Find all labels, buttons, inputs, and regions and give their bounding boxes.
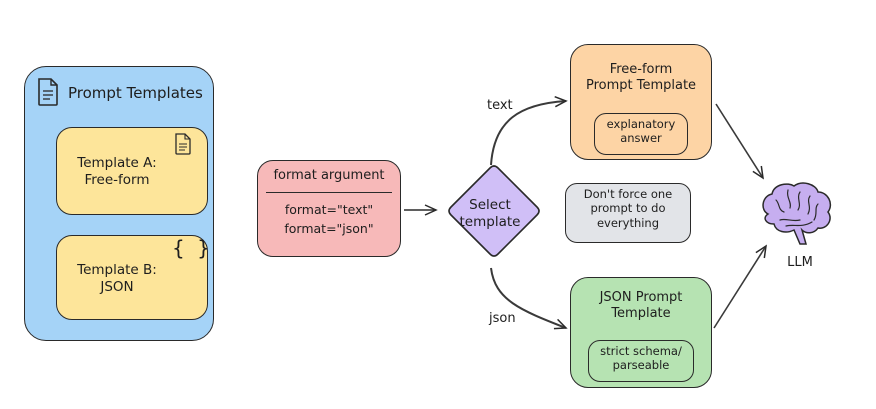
template-a-card[interactable] bbox=[56, 127, 208, 215]
arrow-select-to-json bbox=[490, 267, 568, 330]
template-b-card[interactable] bbox=[56, 235, 208, 320]
template-a-line1: Template A: bbox=[77, 155, 157, 171]
edge-label-json: json bbox=[489, 311, 516, 326]
json-title-line2: Template bbox=[611, 306, 671, 322]
format-option-text: format="text" bbox=[284, 202, 374, 217]
note-box bbox=[565, 183, 691, 243]
edge-label-text: text bbox=[487, 98, 513, 113]
prompt-templates-title: Prompt Templates bbox=[68, 84, 203, 102]
select-template-label: Select template bbox=[440, 197, 540, 231]
template-b-line2: JSON bbox=[100, 278, 134, 295]
json-template-title: JSON Prompt Template bbox=[572, 290, 710, 323]
json-detail-line1: strict schema/ bbox=[600, 344, 682, 358]
template-a-line2: Free-form bbox=[84, 171, 150, 188]
arrow-json-to-llm bbox=[713, 244, 767, 329]
freeform-title-line2: Prompt Template bbox=[585, 78, 697, 94]
document-icon bbox=[175, 133, 191, 155]
json-detail-box bbox=[588, 340, 694, 382]
select-template-diamond[interactable] bbox=[448, 165, 540, 257]
freeform-title-line1: Free-form bbox=[609, 62, 673, 77]
arrow-freeform-to-llm bbox=[715, 103, 764, 180]
note-label: Don't force one prompt to do everything bbox=[565, 187, 691, 230]
note-line1: Don't force one bbox=[583, 187, 673, 201]
select-template-line2: template bbox=[459, 213, 521, 230]
llm-label: LLM bbox=[787, 255, 813, 270]
format-divider bbox=[266, 192, 392, 193]
template-b-label: Template B: JSON bbox=[62, 262, 172, 296]
freeform-template-title: Free-form Prompt Template bbox=[572, 62, 710, 95]
json-detail-label: strict schema/ parseable bbox=[588, 344, 694, 373]
select-template-line1: Select bbox=[469, 197, 511, 213]
brain-icon[interactable] bbox=[756, 178, 836, 248]
format-argument-title: format argument bbox=[273, 168, 385, 183]
template-a-label: Template A: Free-form bbox=[62, 155, 172, 189]
curly-braces-icon: { } bbox=[172, 236, 213, 260]
freeform-detail-line2: answer bbox=[620, 131, 662, 146]
format-argument-box[interactable] bbox=[257, 160, 401, 257]
json-detail-line2: parseable bbox=[612, 358, 670, 373]
json-title-line1: JSON Prompt bbox=[599, 290, 683, 305]
freeform-detail-box bbox=[594, 113, 688, 155]
freeform-detail-line1: explanatory bbox=[606, 117, 676, 131]
note-line3: everything bbox=[596, 215, 660, 230]
document-icon bbox=[38, 78, 58, 106]
format-option-json: format="json" bbox=[284, 221, 374, 236]
note-line2: prompt to do bbox=[590, 201, 666, 216]
template-b-line1: Template B: bbox=[77, 262, 157, 278]
freeform-detail-label: explanatory answer bbox=[594, 117, 688, 146]
arrow-select-to-freeform bbox=[490, 96, 568, 166]
